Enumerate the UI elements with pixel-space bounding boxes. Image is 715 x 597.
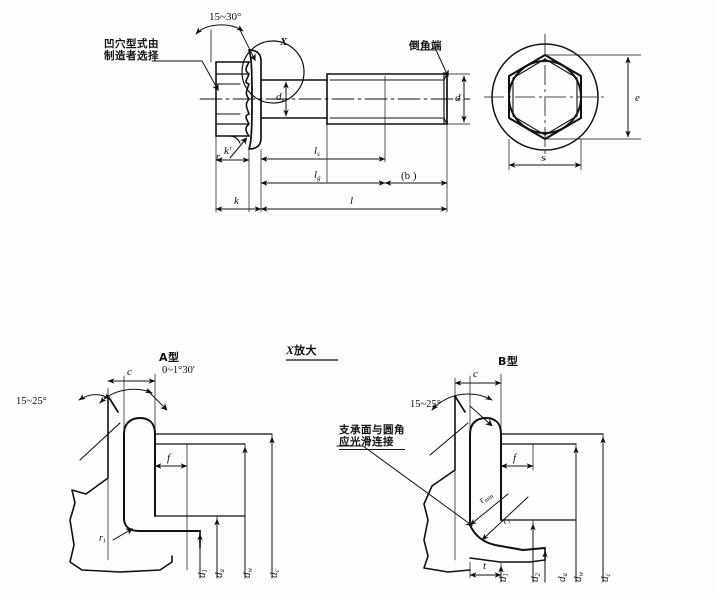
dim-d — [446, 73, 471, 125]
dim-label-k: k — [234, 195, 239, 207]
fillet-r1-leader — [229, 137, 248, 159]
dim-label-s: s — [541, 152, 546, 164]
type-a-dim-label-dw: dw — [241, 567, 254, 578]
type-b-detail — [336, 373, 606, 583]
type-b-dim-label-c: c — [473, 368, 478, 380]
type-a-r1-leader — [112, 528, 134, 541]
type-a-label: A型 — [159, 351, 180, 364]
dim-label-e: e — [635, 92, 640, 104]
type-b-bearing-note: 支承面与圆角 应光滑连接 — [339, 424, 405, 451]
head-taper-angle-label: 15~30° — [209, 11, 242, 23]
type-a-dim-label-c: c — [127, 366, 132, 378]
type-b-body-outline — [423, 395, 471, 573]
type-a-dim-label-f: f — [167, 452, 171, 464]
dim-label-r1-head: r1 — [216, 152, 223, 164]
type-b-angle-arc — [431, 393, 493, 427]
type-b-angle-head-taper: 15~25° — [410, 399, 441, 410]
chamfer-note-leader — [418, 49, 449, 78]
dim-label-lg: lg — [314, 169, 321, 182]
main-bolt-view — [151, 24, 471, 213]
type-a-dim-label-r1: r1 — [99, 533, 106, 545]
dim-label-ls: ls — [314, 145, 320, 158]
dim-label-l: l — [350, 195, 354, 207]
dim-label-k-prime: k' — [224, 145, 232, 157]
dim-label-b: (b ) — [401, 170, 417, 182]
dim-label-d: d — [455, 92, 461, 104]
type-a-flange-underside — [123, 517, 201, 532]
type-b-r1-leader — [481, 496, 529, 541]
type-a-angle-head-taper: 15~25° — [16, 396, 47, 407]
type-a-dim-label-d1: d1 — [196, 569, 209, 578]
head-taper-leader — [195, 24, 256, 63]
type-b-bearing-note-leader — [336, 445, 473, 527]
type-b-dim-label-da: da — [556, 573, 569, 582]
type-b-dim-label-dc: dc — [599, 573, 612, 582]
type-b-dim-label-f: f — [513, 452, 517, 464]
type-a-dim-label-da: da — [213, 569, 226, 578]
detail-circle-x — [241, 40, 305, 104]
type-b-rmin-leader — [469, 493, 509, 526]
type-a-detail — [69, 373, 275, 579]
recess-note: 凹穴型式由 制造者选择 — [104, 38, 159, 63]
chamfer-note: 倒角端 — [409, 40, 442, 52]
detail-marker-x: X — [280, 36, 288, 48]
type-b-bearing-face — [469, 524, 546, 551]
recess-note-leader — [151, 60, 219, 92]
end-view — [484, 34, 641, 170]
type-a-dim-label-dc: dc — [268, 569, 281, 578]
type-a-head-top — [123, 417, 156, 435]
type-a-angle-flange-top: 0~1°30' — [162, 365, 195, 376]
type-b-dim-label-t: t — [483, 560, 487, 572]
type-a-angle-arcs — [78, 387, 168, 411]
type-b-label: B型 — [498, 355, 519, 368]
dim-label-ds: ds — [276, 91, 285, 104]
under-head-fillet — [229, 135, 241, 144]
type-b-dim-label-d1: d1 — [497, 573, 510, 582]
type-b-dim-label-dw: dw — [572, 571, 585, 582]
type-b-dim-label-d2: d2 — [529, 573, 542, 582]
bolt-shank — [260, 79, 328, 119]
detail-section-title: X放大 — [286, 343, 318, 357]
type-a-body-outline — [69, 395, 173, 573]
type-b-head-top — [469, 417, 502, 435]
